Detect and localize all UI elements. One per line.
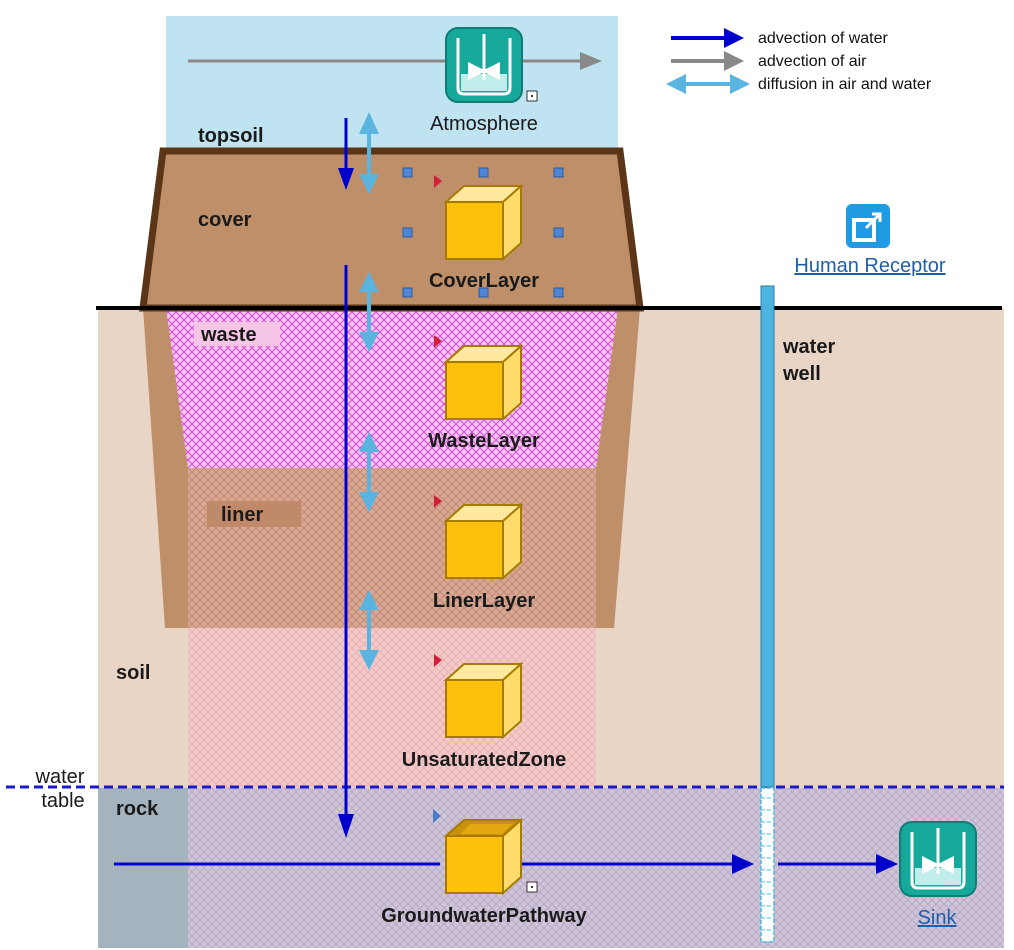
water-well-label-line1: water [782, 336, 835, 358]
liner-label: liner [221, 504, 263, 526]
unsaturated-zone-cube-icon[interactable] [434, 654, 524, 740]
diffusion-arrow-cover-waste [359, 272, 379, 352]
groundwater-flow-arrow-to-well [522, 854, 754, 874]
sink-link[interactable]: Sink [918, 907, 958, 929]
liner-region [188, 468, 596, 628]
legend-diffusion: diffusion in air and water [666, 74, 932, 94]
waste-label-box [194, 322, 280, 346]
unsaturated-zone-label: UnsaturatedZone [402, 749, 566, 771]
human-receptor-icon[interactable] [846, 204, 890, 248]
water-well-screen [760, 787, 775, 943]
rock-label: rock [116, 798, 159, 820]
diffusion-arrow-atmosphere-cover [359, 112, 379, 194]
liner-layer-label: LinerLayer [433, 590, 535, 612]
cover-layer-selection-handles [402, 167, 564, 298]
legend-water-advection: advection of water [671, 28, 889, 48]
rock-left-band [98, 788, 188, 948]
groundwater-pathway-cube-icon[interactable] [433, 809, 538, 896]
rock-plume-region [188, 788, 596, 948]
waste-label: waste [200, 324, 257, 346]
water-well-label-line2: well [782, 363, 821, 385]
diffusion-arrow-liner-unsaturated [359, 590, 379, 670]
cover-layer-label: CoverLayer [429, 270, 539, 292]
soil-label: soil [116, 662, 150, 684]
water-advection-column-arrow [338, 265, 354, 838]
groundwater-flow-arrow-to-sink [778, 854, 898, 874]
diffusion-arrow-waste-liner [359, 432, 379, 512]
legend-air-advection: advection of air [671, 51, 867, 71]
atmosphere-label: Atmosphere [430, 113, 538, 135]
unsaturated-zone-region [188, 628, 596, 788]
legend-diffusion-label: diffusion in air and water [758, 76, 932, 93]
sink-mixer-icon[interactable] [899, 821, 977, 897]
water-table-label-line1: water [35, 766, 85, 788]
legend: advection of water advection of air diff… [666, 28, 932, 94]
atmosphere-mixer-icon[interactable] [445, 27, 538, 103]
legend-air-advection-label: advection of air [758, 53, 867, 70]
cover-layer-cube-icon[interactable] [434, 175, 524, 262]
waste-layer-label: WasteLayer [428, 430, 540, 452]
topsoil-label: topsoil [198, 125, 264, 147]
water-advection-topsoil-arrow [338, 118, 354, 190]
water-table-label-line2: table [41, 790, 84, 812]
water-well [760, 285, 775, 788]
legend-water-advection-label: advection of water [758, 30, 889, 47]
human-receptor-link[interactable]: Human Receptor [794, 255, 946, 277]
liner-layer-cube-icon[interactable] [434, 495, 524, 581]
groundwater-pathway-label: GroundwaterPathway [381, 905, 587, 927]
liner-label-box [207, 501, 301, 527]
waste-layer-cube-icon[interactable] [434, 335, 524, 422]
cover-label: cover [198, 209, 252, 231]
